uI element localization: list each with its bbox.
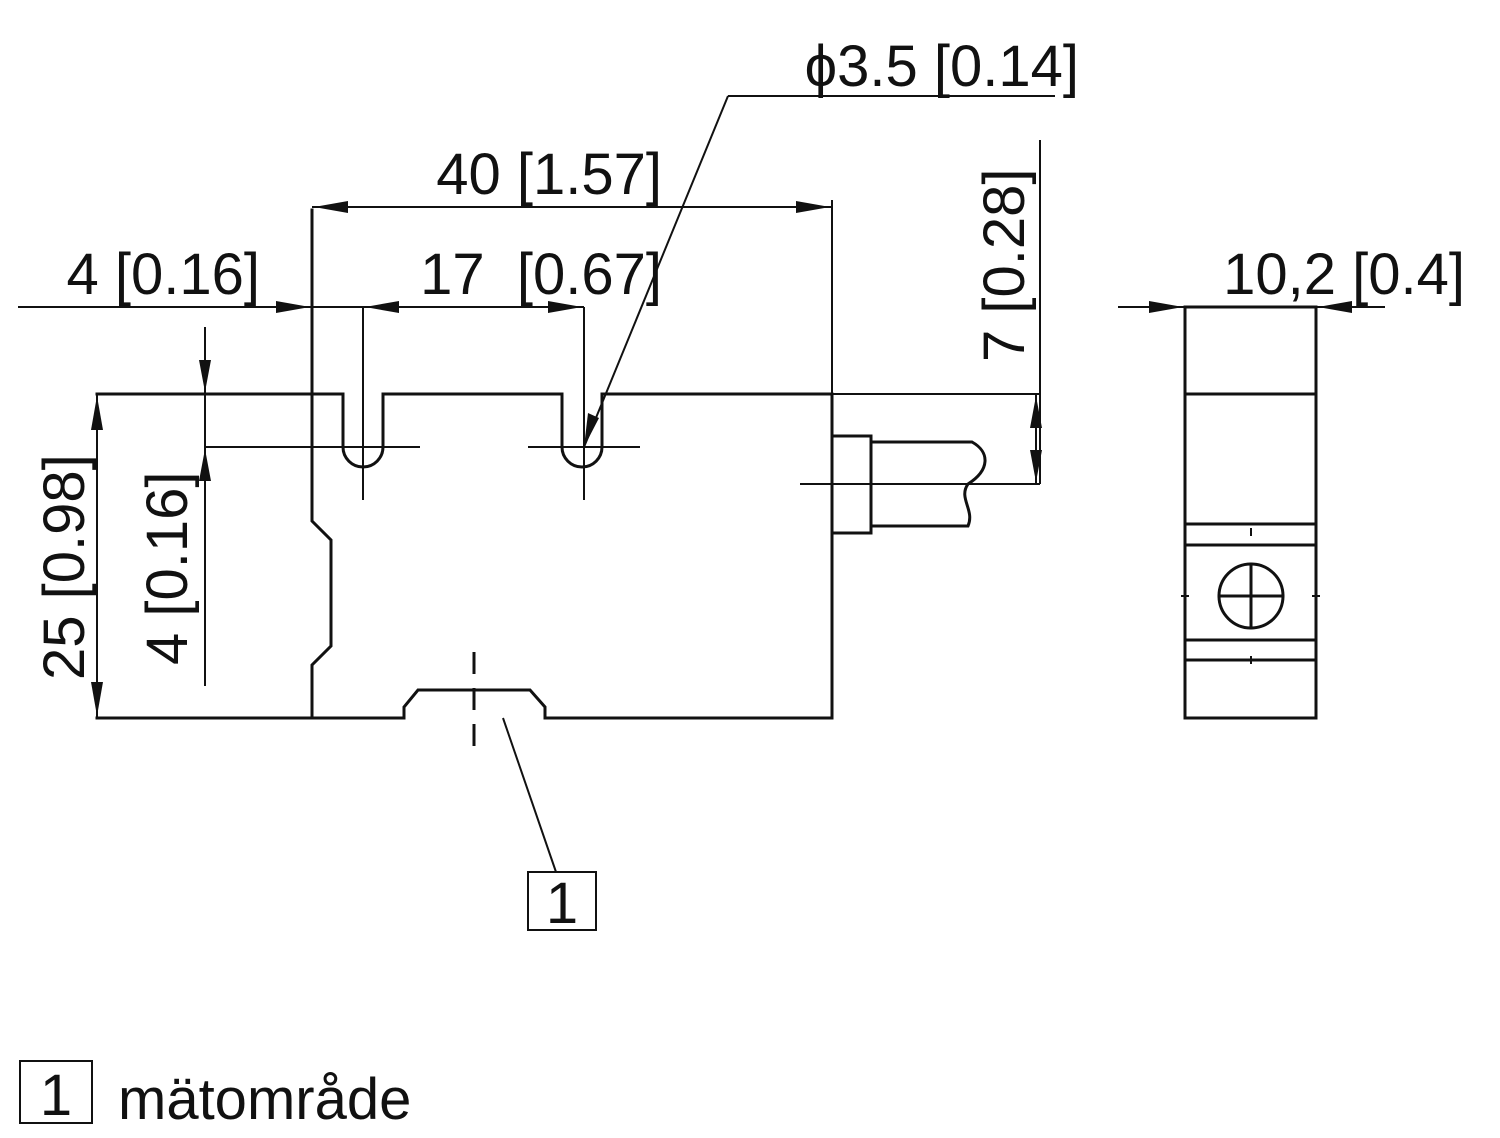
legend-box [19, 1060, 93, 1124]
diameter-leader [583, 95, 729, 448]
dim-text-slot-depth: 4 [0.16] [135, 472, 200, 665]
arrow-spacing-right [548, 301, 582, 313]
side-view-outline [1183, 305, 1318, 720]
dim-text-diameter: ϕ3.5 [0.14] [805, 34, 1079, 99]
legend: 1 mätområde [19, 1060, 411, 1132]
arrow-offset-top [1030, 396, 1042, 428]
dimension-lines [18, 95, 1385, 718]
callout-box [527, 871, 597, 931]
body-top-outline [95, 392, 834, 469]
arrow-depth-bottom [199, 449, 211, 481]
arrow-depth-top [199, 360, 211, 392]
dim-text-offset-left: 4 [0.16] [67, 242, 260, 307]
front-view [95, 208, 1040, 748]
arrow-spacing-left [365, 301, 399, 313]
arrow-height-bottom [91, 682, 103, 716]
arrow-left [314, 201, 348, 213]
legend-label: mätområde [118, 1067, 411, 1132]
dim-text-height-total: 25 [0.98] [32, 454, 97, 680]
arrow-offset-right [276, 301, 310, 313]
side-view [1181, 305, 1320, 720]
arrow-offset-bottom [1030, 450, 1042, 482]
callout-1: 1 [502, 717, 597, 936]
arrow-height-top [91, 396, 103, 430]
arrow-right [796, 201, 830, 213]
diameter-arrow [584, 413, 599, 447]
body-bottom-outline [95, 688, 834, 720]
dim-text-cable-offset: 7 [0.28] [972, 169, 1037, 362]
dim-text-side-width: 10,2 [0.4] [1223, 242, 1465, 307]
callout-leader [502, 717, 557, 873]
body-inner-profile [310, 208, 333, 720]
dim-text-width-total: 40 [1.57] [436, 142, 662, 207]
arrow-side-left [1149, 301, 1183, 313]
callout-number: 1 [546, 871, 578, 936]
arrow-side-right [1318, 301, 1352, 313]
dim-text-hole-spacing: 17 [0.67] [420, 242, 662, 307]
legend-number: 1 [40, 1063, 72, 1128]
